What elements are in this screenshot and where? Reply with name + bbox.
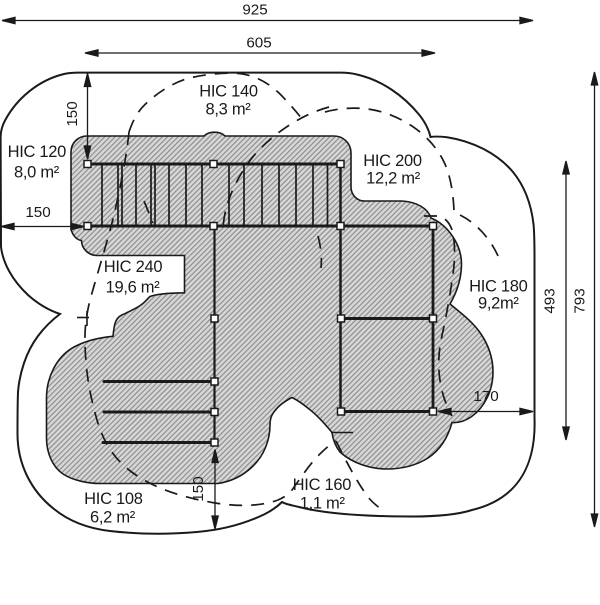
- svg-text:19,6 m²: 19,6 m²: [106, 279, 161, 297]
- svg-text:493: 493: [542, 288, 559, 313]
- svg-text:8,0 m²: 8,0 m²: [14, 164, 60, 182]
- svg-text:8,3 m²: 8,3 m²: [206, 100, 252, 118]
- svg-text:925: 925: [242, 2, 267, 19]
- svg-text:605: 605: [246, 35, 271, 52]
- svg-text:HIC 160: HIC 160: [293, 476, 352, 494]
- svg-text:150: 150: [64, 101, 81, 126]
- svg-text:150: 150: [25, 204, 50, 221]
- svg-text:1,1 m²: 1,1 m²: [300, 495, 346, 513]
- svg-text:150: 150: [190, 476, 207, 501]
- svg-text:793: 793: [572, 288, 589, 313]
- svg-text:9,2m²: 9,2m²: [478, 295, 519, 313]
- svg-text:170: 170: [473, 388, 498, 405]
- svg-text:6,2 m²: 6,2 m²: [90, 509, 136, 527]
- svg-text:HIC 200: HIC 200: [363, 152, 422, 170]
- svg-text:12,2 m²: 12,2 m²: [366, 169, 421, 187]
- svg-text:HIC 108: HIC 108: [84, 490, 143, 508]
- svg-text:HIC 140: HIC 140: [199, 83, 258, 101]
- svg-text:HIC 180: HIC 180: [469, 278, 528, 296]
- svg-text:HIC 240: HIC 240: [104, 258, 163, 276]
- svg-text:HIC 120: HIC 120: [8, 143, 67, 161]
